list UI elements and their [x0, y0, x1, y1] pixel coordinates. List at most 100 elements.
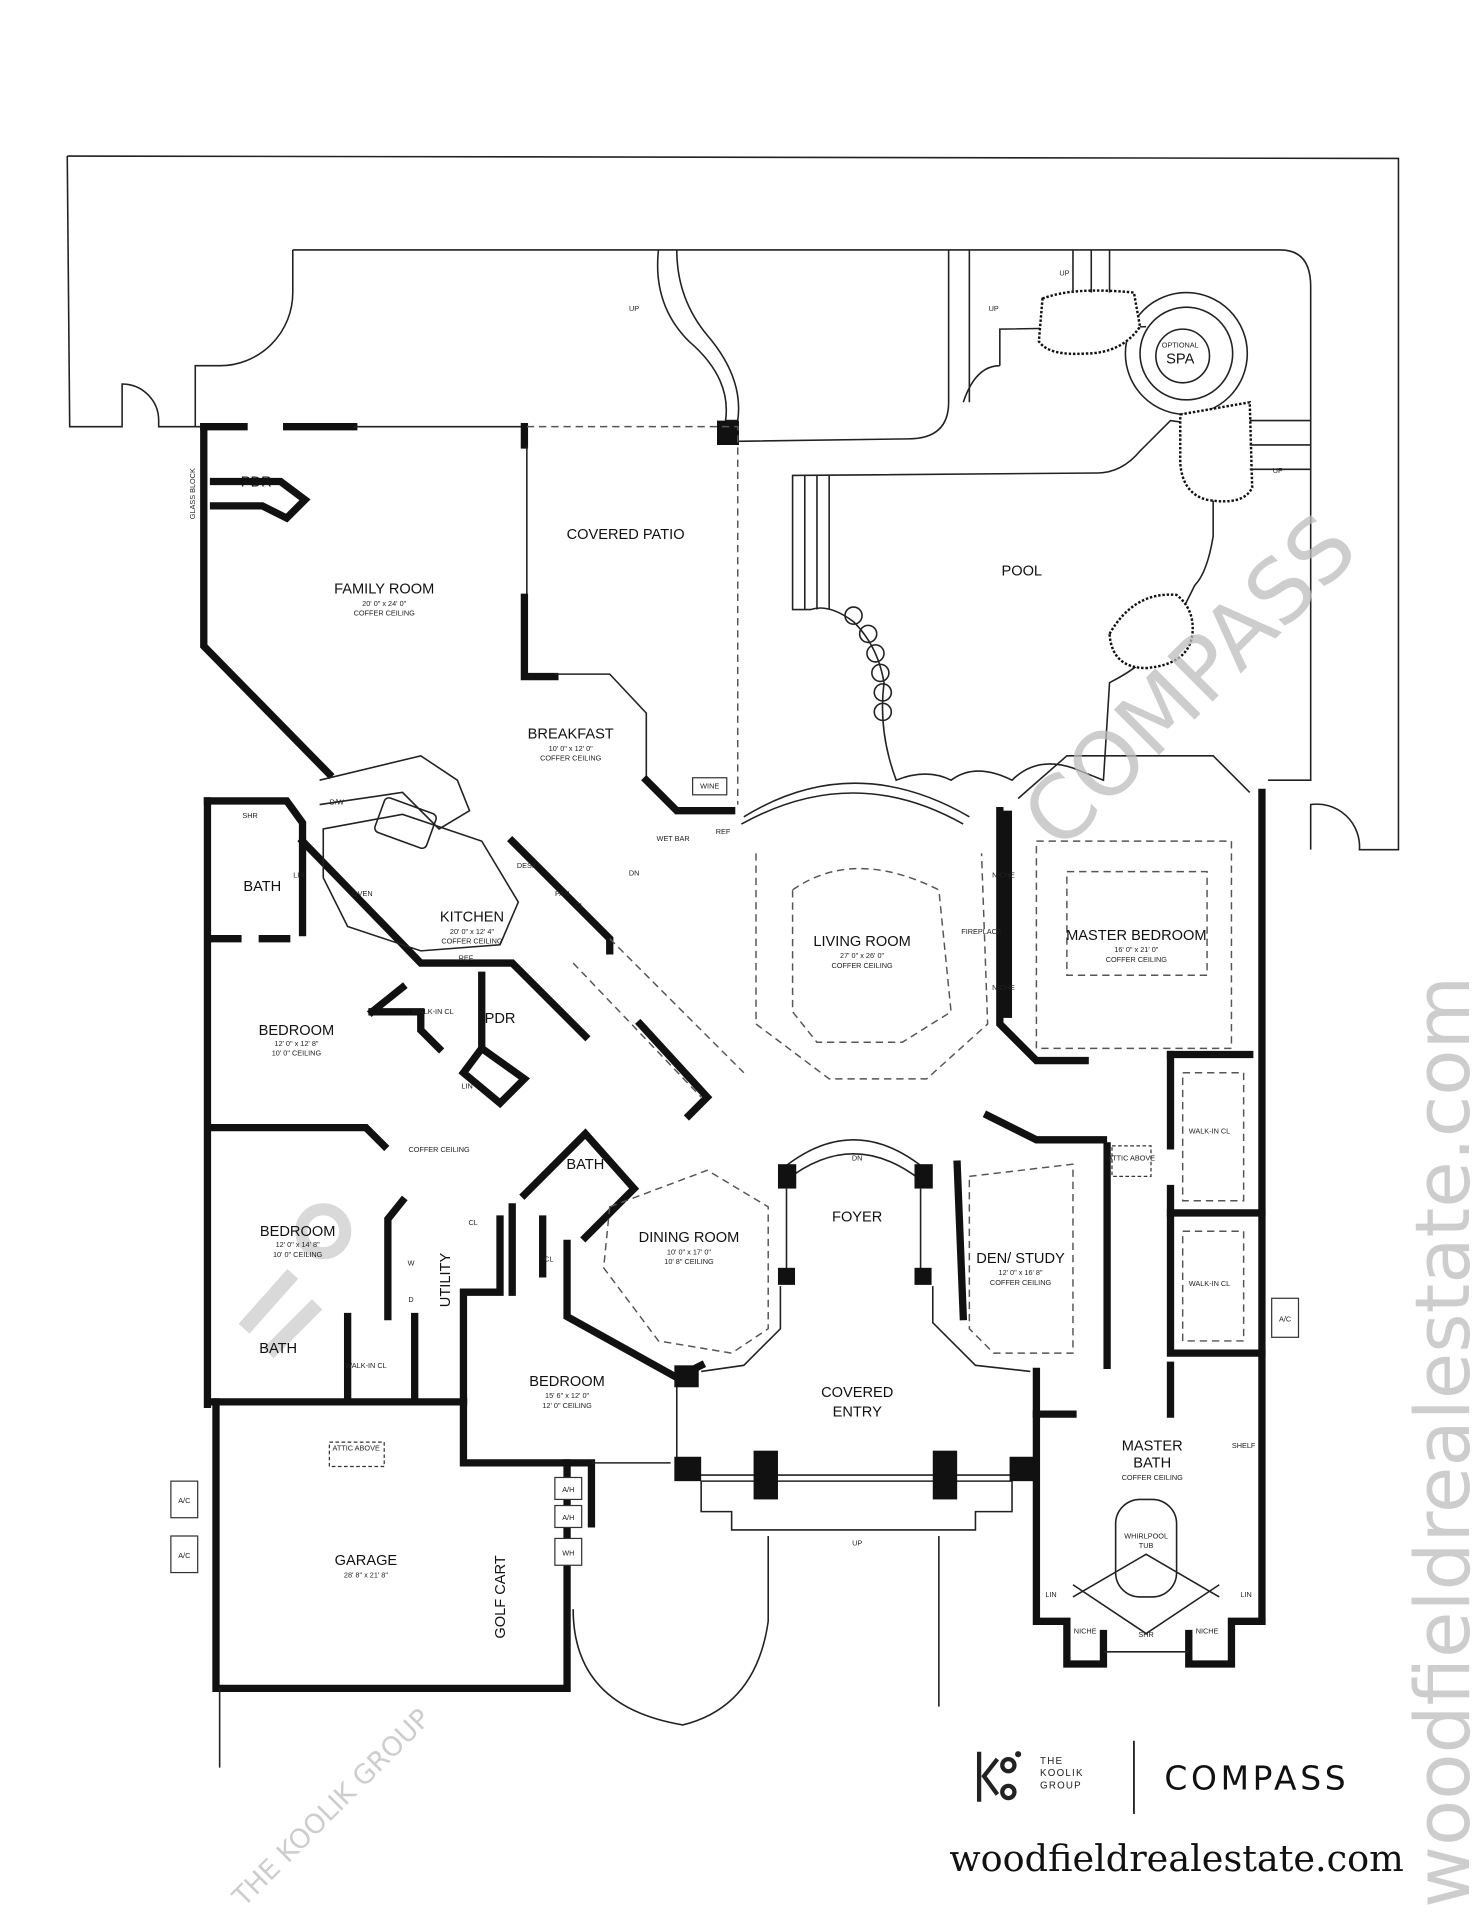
whirlpool-tub: WHIRLPOOL — [1124, 1531, 1168, 1540]
room-pdr: PDR — [485, 1011, 516, 1027]
room-kitchen: KITCHEN — [440, 910, 504, 926]
svg-text:15' 6" x 12' 0": 15' 6" x 12' 0" — [545, 1391, 589, 1400]
svg-text:KOOLIK: KOOLIK — [1040, 1768, 1084, 1779]
room-pool: POOL — [1001, 563, 1042, 579]
svg-text:10' 0" x 12' 0": 10' 0" x 12' 0" — [549, 744, 593, 753]
svg-text:COFFER CEILING: COFFER CEILING — [354, 609, 416, 618]
svg-text:20' 0" x 24' 0": 20' 0" x 24' 0" — [362, 599, 406, 608]
svg-text:10' 0" CEILING: 10' 0" CEILING — [272, 1049, 322, 1058]
room-bath: BATH — [259, 1341, 297, 1357]
svg-text:REF: REF — [716, 827, 731, 836]
website-watermark: woodfieldrealestate.com — [1399, 976, 1484, 1908]
compass-watermark: COMPASS — [1004, 496, 1377, 869]
svg-text:28' 8" x 21' 8": 28' 8" x 21' 8" — [344, 1570, 388, 1579]
svg-text:D: D — [408, 1295, 413, 1304]
room-family-room: FAMILY ROOM — [334, 582, 434, 598]
svg-text:SHR: SHR — [242, 811, 257, 820]
svg-text:ATTIC ABOVE: ATTIC ABOVE — [1108, 1154, 1155, 1163]
room-living-room: LIVING ROOM — [813, 934, 910, 950]
svg-text:LIN: LIN — [461, 1082, 472, 1091]
svg-text:UP: UP — [1059, 269, 1069, 278]
room-pdr: PDR — [241, 474, 272, 490]
svg-text:TUB: TUB — [1139, 1541, 1154, 1550]
room-bedroom: BEDROOM — [259, 1023, 334, 1039]
svg-text:WALK-IN CL: WALK-IN CL — [345, 1361, 387, 1370]
svg-text:10' 8" CEILING: 10' 8" CEILING — [664, 1257, 714, 1266]
koolik-watermark: THE KOOLIK GROUP — [226, 1703, 436, 1913]
svg-text:UP: UP — [852, 1539, 862, 1548]
svg-text:ENTRY: ENTRY — [833, 1405, 883, 1421]
svg-text:NICHE: NICHE — [992, 983, 1015, 992]
svg-text:NICHE: NICHE — [1074, 1627, 1097, 1636]
planter-bush — [1037, 289, 1254, 670]
svg-text:COFFER CEILING: COFFER CEILING — [1106, 955, 1168, 964]
svg-text:LIN: LIN — [1240, 1590, 1251, 1599]
svg-text:COFFER CEILING: COFFER CEILING — [408, 1145, 470, 1154]
svg-text:W: W — [408, 1258, 415, 1267]
svg-text:WALK-IN CL: WALK-IN CL — [1189, 1279, 1231, 1288]
room-bath: BATH — [243, 879, 281, 895]
equipment — [170, 777, 1300, 1574]
svg-text:CL: CL — [544, 1255, 553, 1264]
koolik-logo-watermark — [238, 1203, 352, 1359]
svg-text:REF: REF — [459, 954, 474, 963]
compass-logo: COMPASS — [1164, 1759, 1349, 1798]
svg-text:WH: WH — [562, 1549, 574, 1558]
svg-text:A/H: A/H — [562, 1485, 574, 1494]
svg-text:NICHE: NICHE — [992, 871, 1015, 880]
svg-text:DN: DN — [629, 868, 640, 877]
room-breakfast: BREAKFAST — [528, 727, 614, 743]
svg-text:WALK-IN CL: WALK-IN CL — [1189, 1127, 1231, 1136]
svg-text:PAN: PAN — [555, 889, 569, 898]
room-bedroom: BEDROOM — [529, 1374, 605, 1390]
svg-text:LIN: LIN — [1045, 1590, 1056, 1599]
svg-text:COFFER CEILING: COFFER CEILING — [990, 1278, 1052, 1287]
room-den-study: DEN/ STUDY — [976, 1251, 1065, 1267]
svg-text:COFFER CEILING: COFFER CEILING — [831, 961, 893, 970]
koolik-logo: THE KOOLIK GROUP — [976, 1751, 1084, 1802]
svg-text:SPA: SPA — [1166, 351, 1194, 367]
svg-text:16' 0" x 21' 0": 16' 0" x 21' 0" — [1114, 945, 1158, 954]
watermark: COMPASS woodfieldrealestate.com THE KOOL… — [226, 496, 1484, 1914]
svg-text:SHR: SHR — [1138, 1630, 1153, 1639]
svg-text:12' 0" x 14' 8": 12' 0" x 14' 8" — [276, 1240, 320, 1249]
svg-text:CL: CL — [469, 1218, 478, 1227]
room-bath: BATH — [566, 1157, 604, 1173]
svg-text:UP: UP — [629, 304, 639, 313]
svg-text:DESK: DESK — [517, 861, 537, 870]
svg-text:10' 0" CEILING: 10' 0" CEILING — [273, 1250, 323, 1259]
svg-text:12' 0" CEILING: 12' 0" CEILING — [542, 1401, 592, 1410]
room-master-bedroom: MASTER BEDROOM — [1066, 928, 1206, 944]
svg-text:10' 0" x 17' 0": 10' 0" x 17' 0" — [667, 1247, 711, 1256]
pool-steps — [844, 606, 893, 722]
svg-text:D/W: D/W — [330, 798, 344, 807]
room-bedroom: BEDROOM — [260, 1224, 336, 1240]
svg-text:BATH: BATH — [1133, 1456, 1171, 1472]
svg-text:WALK-IN CL: WALK-IN CL — [412, 1007, 454, 1016]
svg-text:ATTIC ABOVE: ATTIC ABOVE — [333, 1444, 380, 1453]
svg-text:GROUP: GROUP — [1040, 1780, 1082, 1791]
room-dining-room: DINING ROOM — [639, 1230, 740, 1246]
svg-text:COFFER CEILING: COFFER CEILING — [1122, 1473, 1184, 1482]
room-covered-entry: COVERED — [821, 1385, 893, 1401]
site-outline — [66, 155, 1400, 851]
svg-text:FIREPLACE: FIREPLACE — [961, 927, 1002, 936]
room-foyer: FOYER — [832, 1209, 882, 1225]
svg-text:SHELF: SHELF — [1232, 1441, 1256, 1450]
svg-text:NICHE: NICHE — [1196, 1627, 1219, 1636]
svg-text:COFFER CEILING: COFFER CEILING — [540, 754, 602, 763]
room-utility: UTILITY — [438, 1253, 454, 1308]
svg-text:GLASS BLOCK: GLASS BLOCK — [188, 468, 197, 519]
walls — [200, 420, 1266, 1768]
svg-text:UP: UP — [989, 304, 999, 313]
svg-text:A/H: A/H — [562, 1513, 574, 1522]
room-labels: COVERED PATIO FAMILY ROOM 20' 0" x 24' 0… — [241, 340, 1207, 1638]
svg-text:CL: CL — [575, 901, 584, 910]
room-covered-patio: COVERED PATIO — [567, 527, 685, 543]
svg-text:WINE: WINE — [700, 782, 719, 791]
svg-text:12' 0" x 12' 8": 12' 0" x 12' 8" — [274, 1039, 318, 1048]
room-master-bath: MASTER — [1122, 1439, 1183, 1455]
svg-text:THE: THE — [1040, 1756, 1063, 1767]
svg-text:OVEN: OVEN — [352, 889, 373, 898]
